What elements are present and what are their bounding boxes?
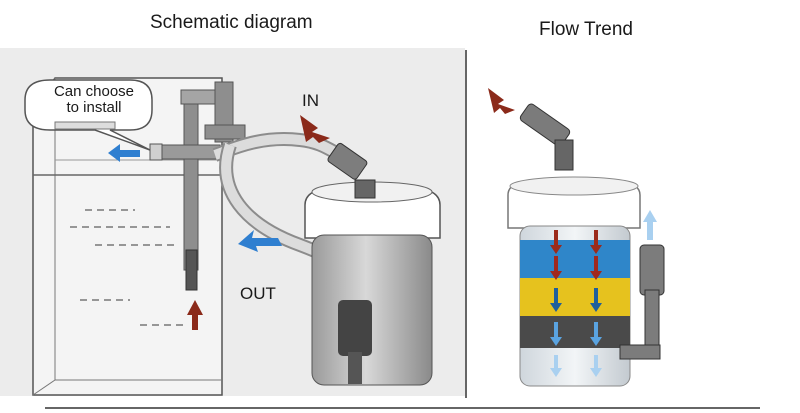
media-layer-blue <box>520 240 630 278</box>
in-arrow-icon <box>187 300 203 330</box>
flow-down-arrow-icon <box>550 230 602 377</box>
media-layer-dark <box>520 316 630 348</box>
callout-line-1: Can choose <box>53 83 135 100</box>
flow-up-arrow-icon <box>643 210 657 240</box>
schematic-title: Schematic diagram <box>150 12 313 33</box>
out-arrow-icon <box>108 144 140 162</box>
install-callout <box>24 79 153 151</box>
in-label: IN <box>302 91 319 110</box>
install-callout-text: Can choose to install <box>44 84 144 116</box>
out-label: OUT <box>240 284 276 303</box>
callout-line-2: to install <box>66 99 122 116</box>
flow-trend-title: Flow Trend <box>539 19 633 40</box>
media-layer-yellow <box>520 278 630 316</box>
intake-pipe <box>149 81 246 291</box>
in-arrow-icon <box>300 115 330 143</box>
in-arrow-icon <box>488 88 515 114</box>
canister-filter <box>304 142 441 386</box>
flow-canister <box>507 103 665 387</box>
out-arrow-icon <box>238 230 282 252</box>
